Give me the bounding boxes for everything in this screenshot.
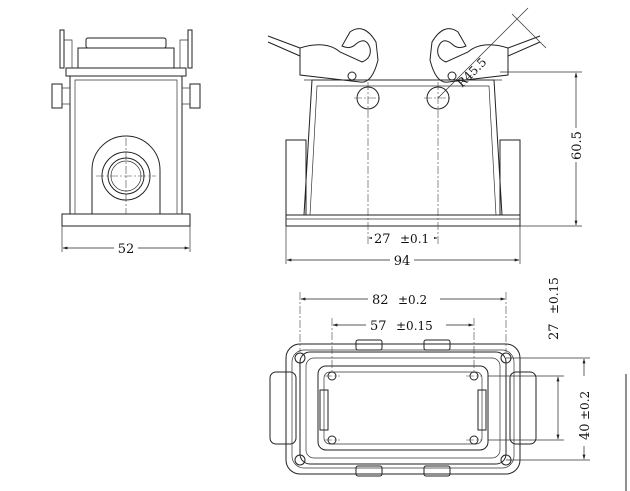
front-view-rivet-right [447,71,457,81]
top-view-hole-tl [294,352,306,364]
front-view-rivet-left [347,71,357,81]
dim-hole-spacing-inner-tol: ±0.15 [396,319,433,333]
top-view-clip-tr [423,339,451,351]
dim-vertical-outer: 27 [547,323,562,340]
dim-pin-spacing-tol: ±0.1 [400,232,429,246]
top-view-slot-left [319,389,329,431]
top-view-boss-right [509,371,537,445]
front-view-base [285,214,521,227]
top-view-body [299,351,507,465]
top-view-opening [317,365,489,451]
side-view: 52 [51,29,201,257]
dim-side-width: 52 [118,242,135,257]
dim-pin-spacing: 27 [374,232,391,247]
side-view-lever-right [187,29,193,69]
side-view-pin-right [189,83,201,109]
front-view-lever-left [299,28,379,83]
side-view-top-block [85,37,167,49]
dim-hole-spacing-outer: 82 [372,293,389,308]
side-view-entry-boss [91,135,161,214]
top-view-slot-right [477,389,487,431]
dim-vertical-inner: 40 [578,423,593,440]
front-view-body [303,79,503,216]
dim-height: 60.5 [570,131,585,160]
front-view: R45.5 60.5 27 ±0.1 94 [267,7,585,269]
top-view-clip-br [423,465,451,477]
front-view-boss-right [499,139,521,216]
top-view: 82 ±0.2 57 ±0.15 27 ±0.15 40 ±0.2 [269,277,627,491]
side-view-pin-left [51,83,63,109]
front-view-lever-right [429,28,509,83]
top-view-boss-left [269,371,297,445]
dim-vertical-outer-tol: ±0.15 [547,277,561,314]
dim-radius: R45.5 [454,55,489,90]
side-view-cap [65,67,187,77]
front-view-boss-left [285,139,307,216]
top-view-clip-bl [355,465,383,477]
side-view-base [61,213,191,227]
front-view-handle-right [507,35,541,57]
top-view-flange [285,343,521,475]
top-view-hole-bl [294,454,306,466]
front-view-handle-left [267,35,301,57]
dim-hole-spacing-inner: 57 [370,319,387,334]
top-view-clip-tl [355,339,383,351]
dim-overall-width: 94 [394,254,411,269]
dim-hole-spacing-outer-tol: ±0.2 [398,293,427,307]
side-view-lever-left [59,29,65,69]
dim-vertical-inner-tol: ±0.2 [578,391,592,420]
